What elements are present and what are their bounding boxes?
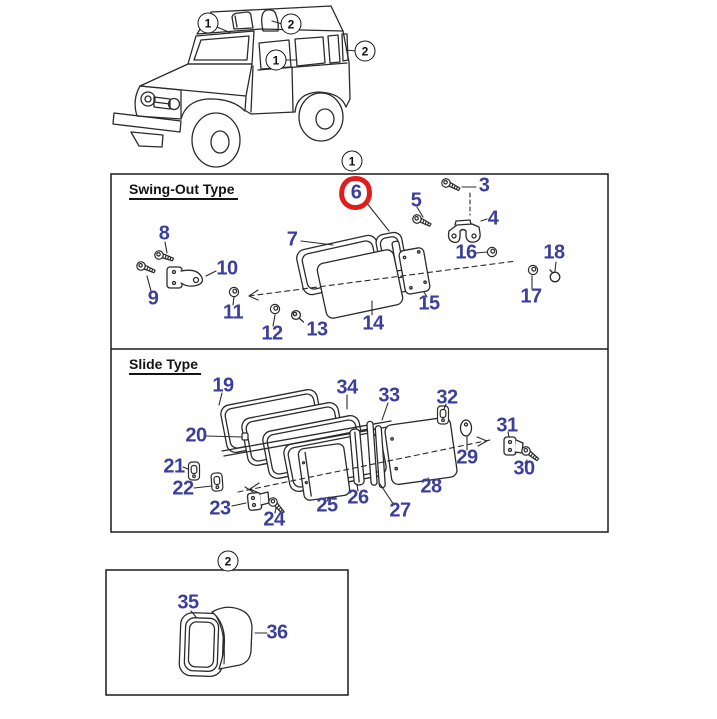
section-title-swing-out: Swing-Out Type <box>129 181 238 200</box>
part-label-36[interactable]: 36 <box>266 621 288 644</box>
swing-out-parts <box>135 177 561 327</box>
plate-29 <box>459 419 473 437</box>
part-label-21[interactable]: 21 <box>163 455 185 478</box>
part-label-28[interactable]: 28 <box>420 475 442 498</box>
part-label-27[interactable]: 27 <box>389 499 411 522</box>
part-label-8[interactable]: 8 <box>158 222 170 245</box>
rear-leaders <box>190 610 268 634</box>
part-label-9[interactable]: 9 <box>147 287 159 310</box>
part-label-12[interactable]: 12 <box>261 322 283 345</box>
callout-1-section[interactable]: 1 <box>341 150 363 172</box>
part-label-35[interactable]: 35 <box>177 591 199 614</box>
part-label-17[interactable]: 17 <box>520 285 542 308</box>
rear-window-parts <box>178 606 268 678</box>
clip-18 <box>549 269 561 283</box>
part-label-6-highlighted[interactable]: 6 <box>350 181 362 204</box>
part-label-10[interactable]: 10 <box>216 257 238 280</box>
part-label-14[interactable]: 14 <box>362 312 384 335</box>
swing-out-leaders <box>146 186 557 327</box>
part-label-25[interactable]: 25 <box>316 494 338 517</box>
latch-4 <box>447 219 481 244</box>
part-label-15[interactable]: 15 <box>418 292 440 315</box>
slide-parts <box>182 388 542 516</box>
part-label-16[interactable]: 16 <box>455 241 477 264</box>
part-label-5[interactable]: 5 <box>410 189 422 212</box>
latch-23 <box>246 491 270 511</box>
callout-2-roof-vent[interactable]: 2 <box>280 13 302 35</box>
vehicle-drawing <box>112 5 357 168</box>
part-label-22[interactable]: 22 <box>172 477 194 500</box>
callout-2-quarter-window[interactable]: 2 <box>354 40 376 62</box>
part-label-31[interactable]: 31 <box>496 414 518 437</box>
part-label-18[interactable]: 18 <box>543 241 565 264</box>
part-label-23[interactable]: 23 <box>209 497 231 520</box>
clip-13 <box>290 309 305 323</box>
slide-leaders <box>182 392 528 514</box>
hinge-10 <box>166 266 204 289</box>
part-label-19[interactable]: 19 <box>212 374 234 397</box>
callout-1-windshield[interactable]: 1 <box>197 12 219 34</box>
latch-31 <box>503 436 524 456</box>
part-label-30[interactable]: 30 <box>513 457 535 480</box>
part-label-33[interactable]: 33 <box>378 384 400 407</box>
part-label-4[interactable]: 4 <box>487 207 499 230</box>
part-label-24[interactable]: 24 <box>263 508 285 531</box>
part-label-20[interactable]: 20 <box>185 424 207 447</box>
part-label-34[interactable]: 34 <box>336 376 358 399</box>
part-label-26[interactable]: 26 <box>347 486 369 509</box>
section-title-slide: Slide Type <box>129 356 201 375</box>
part-label-3[interactable]: 3 <box>478 174 490 197</box>
callout-2-section[interactable]: 2 <box>217 550 239 572</box>
callout-1-side-window[interactable]: 1 <box>265 49 287 71</box>
part-label-32[interactable]: 32 <box>436 386 458 409</box>
part-label-13[interactable]: 13 <box>306 318 328 341</box>
part-label-7[interactable]: 7 <box>286 228 298 251</box>
part-label-29[interactable]: 29 <box>456 446 478 469</box>
part-label-11[interactable]: 11 <box>222 301 244 324</box>
